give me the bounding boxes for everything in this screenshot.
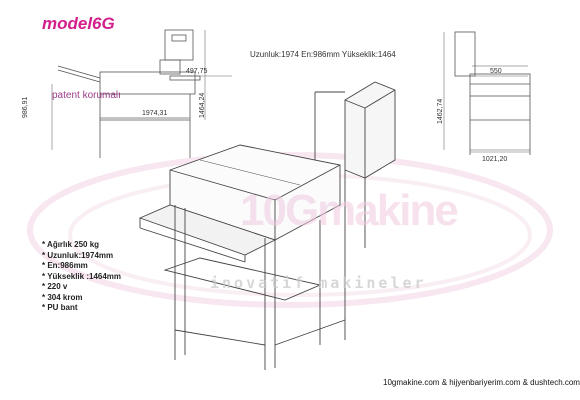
spec-item: * Yükseklik :1464mm	[42, 271, 122, 281]
spec-item: * Uzunluk:1974mm	[42, 250, 114, 260]
footer-websites: 10gmakine.com & hijyenbariyerim.com & du…	[383, 378, 580, 387]
spec-item: * Ağırlık 250 kg	[42, 240, 100, 249]
isometric-machine-drawing	[138, 81, 396, 370]
dim-986: 986,91	[22, 96, 29, 118]
spec-item: * 304 krom	[42, 292, 83, 302]
page-title: model6G	[42, 14, 115, 33]
front-view-drawing	[443, 31, 531, 155]
dim-550: 550	[490, 68, 502, 75]
dim-1464: 1464,24	[199, 92, 206, 118]
spec-item: * PU bant	[42, 303, 78, 312]
spec-list: * Ağırlık 250 kg * Uzunluk:1974mm * En:9…	[42, 240, 121, 314]
dimensions-summary: Uzunluk:1974 En:986mm Yükseklik:1464	[250, 50, 396, 59]
dim-1021: 1021,20	[482, 156, 508, 163]
watermark-brand-name: makine	[317, 186, 459, 235]
watermark-tagline: inovatif makineler	[210, 274, 427, 292]
patent-label: patent korumalı	[52, 90, 121, 101]
spec-item: * En:986mm	[42, 261, 88, 270]
dim-497: 497,75	[186, 68, 208, 75]
dim-1462: 1462,74	[437, 98, 444, 124]
technical-drawings	[27, 29, 553, 370]
watermark-brand: 10Gmakine	[240, 186, 459, 236]
dimension-lines	[100, 75, 530, 153]
dim-1974: 1974,31	[142, 110, 168, 117]
watermark-brand-prefix: 10G	[240, 186, 319, 235]
spec-item: * 220 v	[42, 282, 68, 291]
